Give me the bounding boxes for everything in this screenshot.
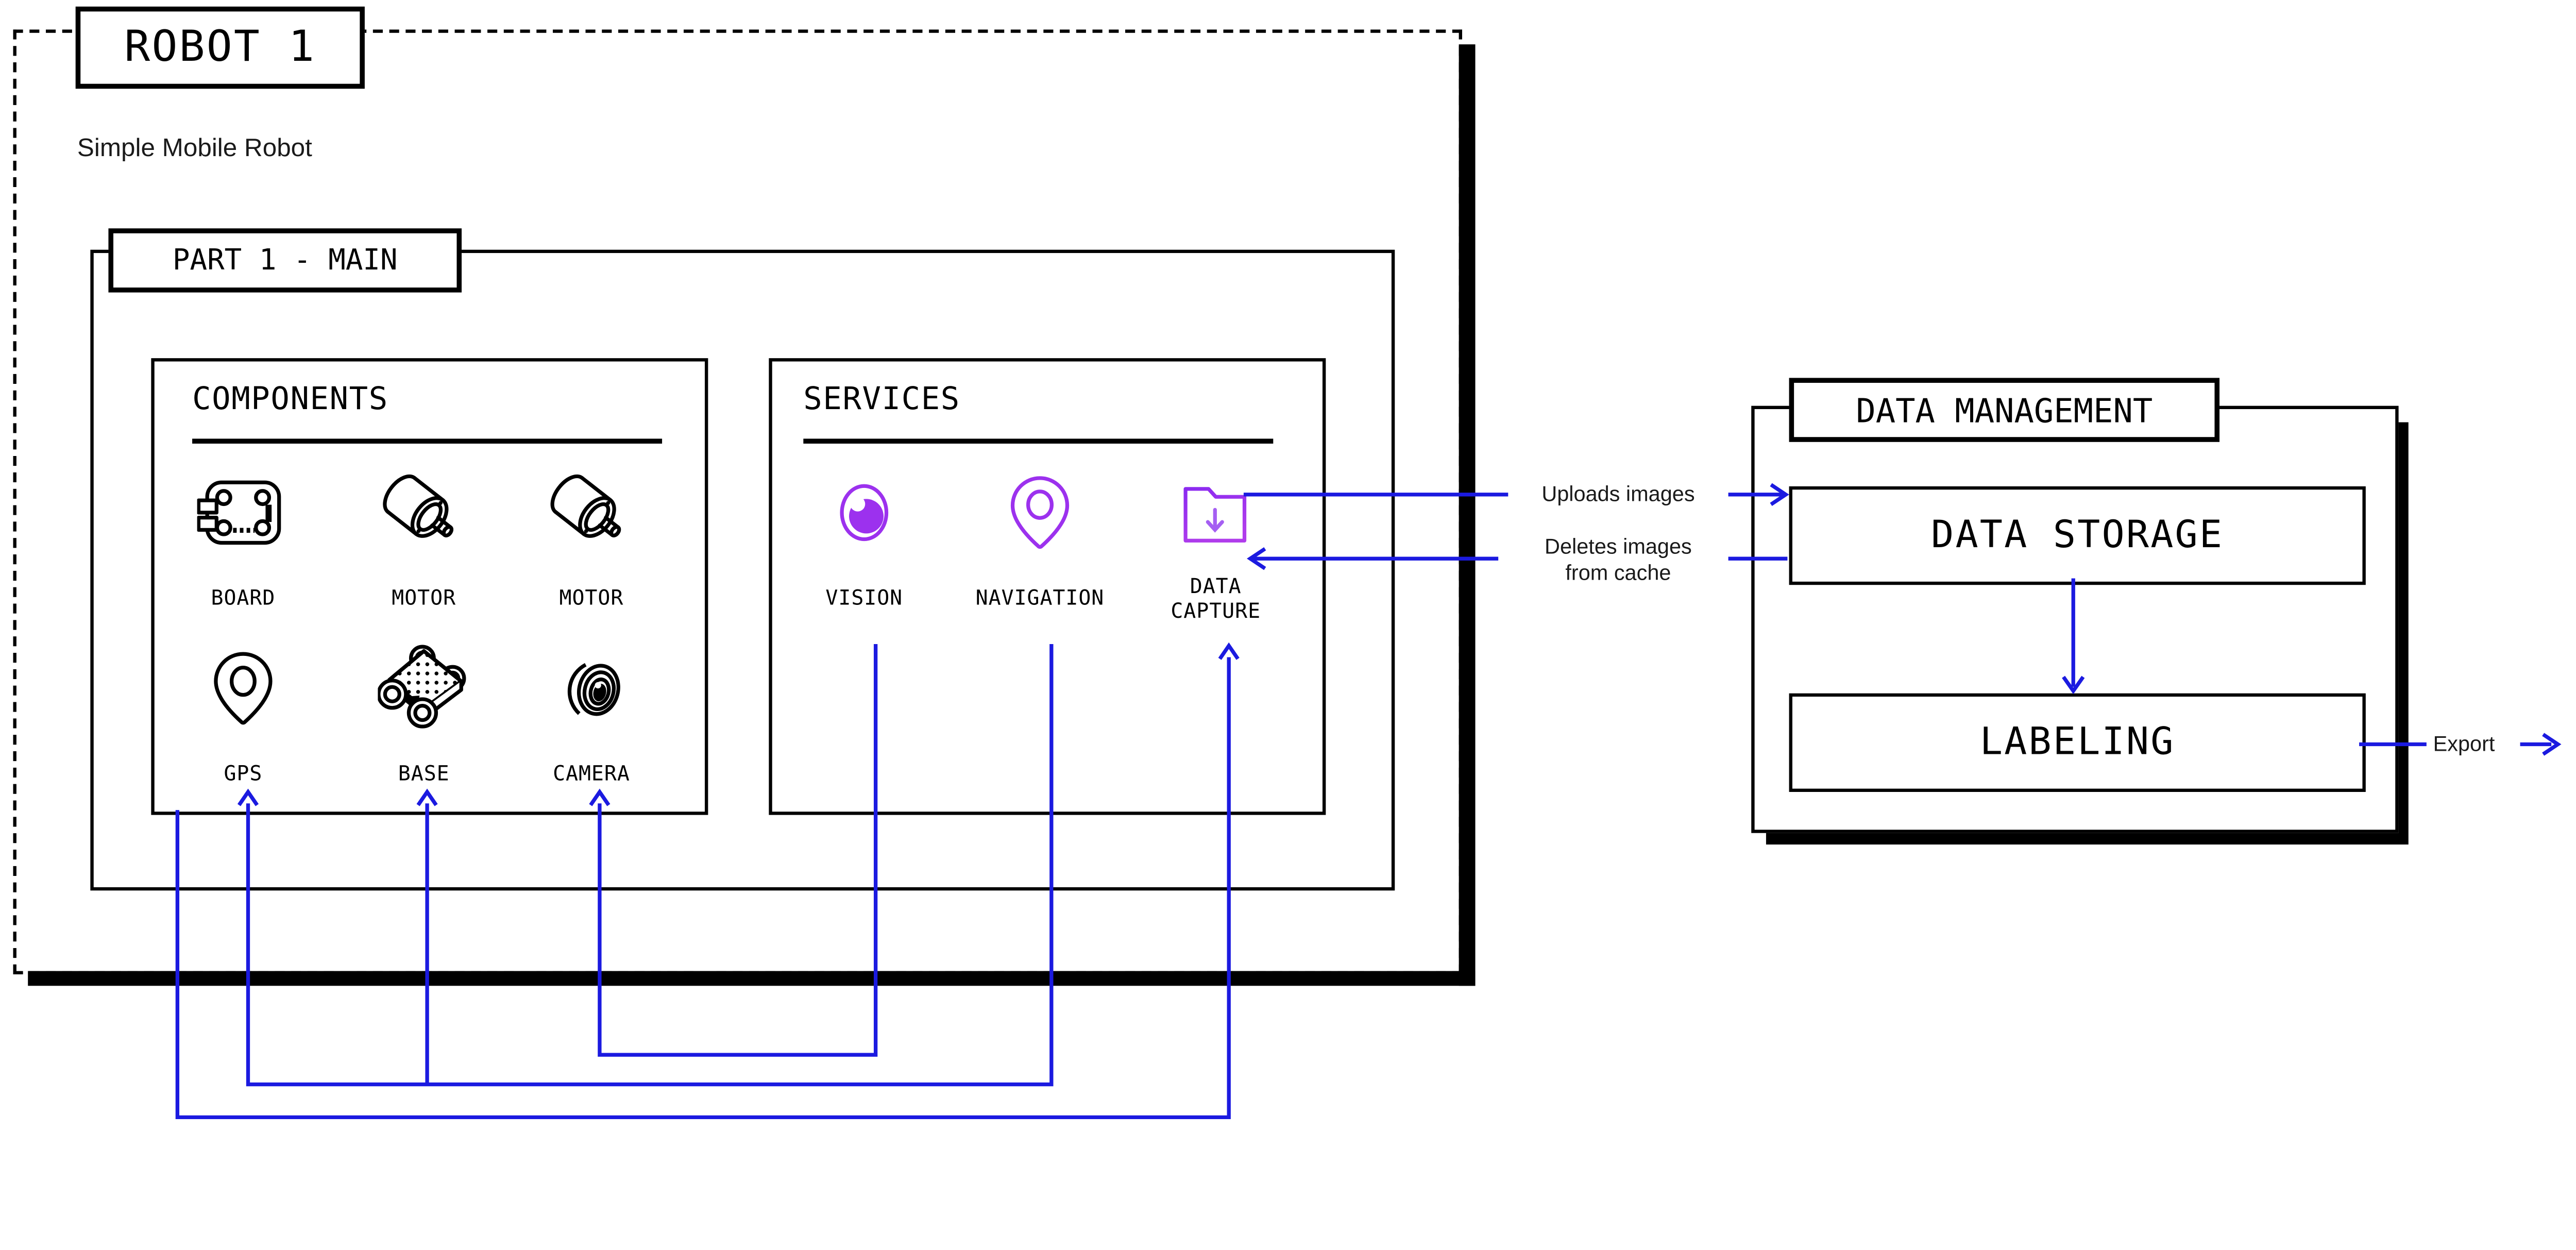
diagram-canvas: ROBOT 1 Simple Mobile Robot PART 1 - MAI… — [13, 6, 2562, 1120]
component-label: MOTOR — [392, 585, 456, 610]
component-label: BOARD — [211, 585, 276, 610]
gps-pin-icon — [214, 652, 273, 725]
service-label: VISION — [825, 585, 903, 610]
labeling-label: LABELING — [1979, 721, 2175, 764]
motor-icon — [383, 474, 454, 538]
data-storage-label: DATA STORAGE — [1931, 514, 2224, 557]
data-management-title: DATA MANAGEMENT — [1856, 390, 2153, 430]
deletes-images-edge-label: Deletes images from cache — [1503, 534, 1733, 586]
labeling-node: LABELING — [1789, 693, 2366, 792]
deletes-line1: Deletes images — [1545, 534, 1692, 559]
data-management-title-box: DATA MANAGEMENT — [1789, 378, 2220, 442]
data-capture-folder-icon — [1183, 487, 1247, 543]
motor-icon — [550, 474, 621, 538]
rover-base-icon — [378, 645, 466, 729]
service-label: NAVIGATION — [975, 585, 1105, 610]
service-label: DATA CAPTURE — [1171, 573, 1261, 623]
data-storage-node: DATA STORAGE — [1789, 486, 2366, 585]
services-underline — [803, 438, 1274, 443]
robot1-title-box: ROBOT 1 — [75, 6, 365, 89]
component-label: CAMERA — [553, 761, 630, 786]
deletes-line2: from cache — [1565, 560, 1671, 585]
navigation-pin-icon — [1010, 476, 1070, 549]
part1-title: PART 1 - MAIN — [172, 244, 398, 277]
robot1-title: ROBOT 1 — [124, 23, 316, 73]
vision-eye-icon — [840, 484, 889, 542]
uploads-images-edge-label: Uploads images — [1541, 481, 1695, 506]
services-title: SERVICES — [803, 381, 960, 417]
robot1-subtitle: Simple Mobile Robot — [77, 134, 312, 163]
export-edge-label: Export — [2433, 731, 2495, 756]
components-title: COMPONENTS — [192, 381, 388, 417]
robot1-frame-shadow-right — [1459, 44, 1476, 986]
component-label: GPS — [224, 761, 263, 786]
components-underline — [192, 438, 663, 443]
board-icon — [197, 480, 281, 545]
component-label: BASE — [398, 761, 450, 786]
arrow-right-icon — [2542, 733, 2562, 756]
part1-title-box: PART 1 - MAIN — [108, 228, 462, 293]
component-label: MOTOR — [559, 585, 624, 610]
robot1-frame-shadow-bottom — [28, 971, 1476, 986]
camera-lens-icon — [567, 663, 620, 716]
